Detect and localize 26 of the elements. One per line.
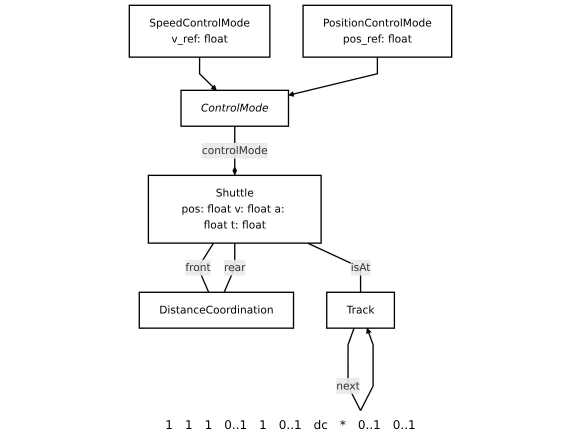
node-box: PositionControlMode pos_ref: float xyxy=(302,4,452,58)
connector xyxy=(307,242,362,292)
node-box: ControlMode xyxy=(180,90,290,127)
node-box: Shuttle pos: float v: float a: float t: float xyxy=(148,174,322,244)
arrow xyxy=(347,328,374,411)
edge-label: isAt xyxy=(350,261,370,274)
multiplicity-label: dc xyxy=(314,418,328,432)
edge-label: front xyxy=(185,261,211,274)
multiplicity-label: 0..1 xyxy=(392,418,416,432)
node-box: DistanceCoordination xyxy=(138,292,294,329)
multiplicity-label: 1 xyxy=(204,418,212,432)
multiplicity-label: 1 xyxy=(259,418,267,432)
edge-label: rear xyxy=(224,261,246,274)
multiplicity-label: * xyxy=(340,418,346,432)
edge-label: controlMode xyxy=(202,144,268,157)
node-box: SpeedControlMode v_ref: float xyxy=(128,4,271,58)
arrow xyxy=(288,57,378,97)
node-box: Track xyxy=(326,292,396,329)
multiplicity-label: 0..1 xyxy=(224,418,248,432)
multiplicity-label: 1 xyxy=(165,418,173,432)
multiplicity-label: 1 xyxy=(184,418,193,432)
arrow xyxy=(198,57,217,91)
connector xyxy=(224,243,236,293)
multiplicity-label: 0..1 xyxy=(278,418,302,432)
multiplicity-label: 0..1 xyxy=(358,418,381,432)
edge-label: next xyxy=(336,379,360,392)
